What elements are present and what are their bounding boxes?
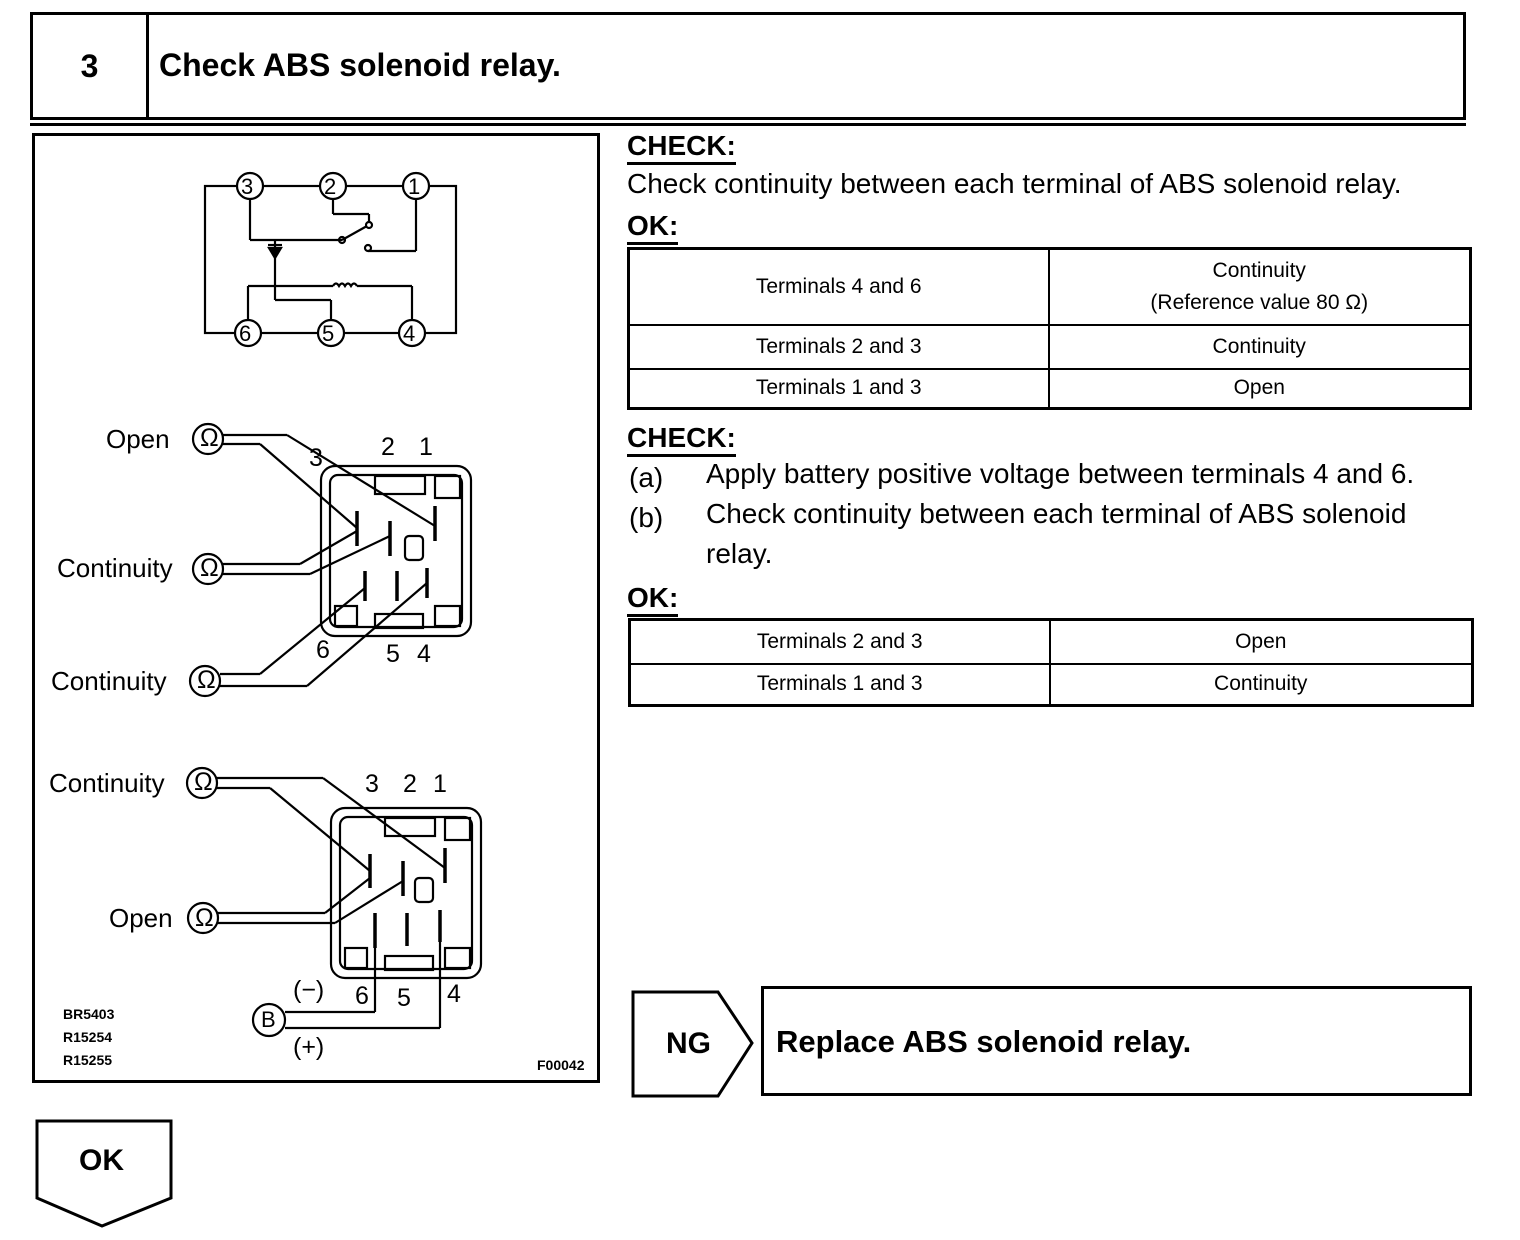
relay1-pin-2: 2 (381, 433, 395, 461)
ohm-symbol: Ω (194, 768, 213, 796)
ok-label: OK (79, 1144, 124, 1177)
relay1-pin-1: 1 (419, 433, 433, 461)
step-header: 3 Check ABS solenoid relay. (30, 12, 1466, 126)
ok-heading-2-text: OK: (627, 583, 679, 617)
schematic-terminal-1: 1 (408, 174, 421, 199)
ng-arrow-box (631, 990, 754, 1098)
table-row: Terminals 2 and 3 Continuity (627, 323, 1472, 370)
table-cell-terminals: Terminals 1 and 3 (628, 662, 1051, 707)
ng-action-text: Replace ABS solenoid relay. (776, 1024, 1192, 1059)
table-cell-result: Open (1048, 618, 1474, 665)
schematic-terminal-3: 3 (241, 174, 254, 199)
figure-code: R15254 (63, 1029, 113, 1045)
figure-panel: 3 2 1 6 5 4 Open Continuity Continuity Ω… (32, 133, 600, 1083)
figure-code-list: BR5403 R15254 R15255 (63, 1003, 114, 1072)
ng-label: NG (666, 1027, 711, 1060)
ok-heading-1: OK: (627, 210, 679, 245)
relay2-pin-6: 6 (355, 982, 369, 1010)
relay2-open-label: Open (109, 903, 173, 933)
relay1-pin-6: 6 (316, 636, 330, 664)
check-heading-1: CHECK: (627, 130, 736, 165)
step-number-cell: 3 (33, 15, 149, 117)
relay1-continuity-label-b: Continuity (51, 666, 167, 696)
table-row: Terminals 4 and 6 Continuity (Reference … (627, 247, 1472, 326)
relay2-pin-3: 3 (365, 770, 379, 798)
relay2-pin-4: 4 (447, 980, 461, 1008)
relay2-pin-2: 2 (403, 770, 417, 798)
figure-code: R15255 (63, 1052, 113, 1068)
table-cell-result: Open (1047, 367, 1472, 410)
table-cell-result: Continuity (1047, 323, 1472, 370)
relay1-pin-5: 5 (386, 640, 400, 668)
table-row: Terminals 2 and 3 Open (628, 618, 1474, 665)
schematic-terminal-4: 4 (403, 321, 416, 346)
step-b-letter: (b) (629, 502, 664, 533)
table-cell-terminals: Terminals 4 and 6 (627, 247, 1050, 326)
figure-code: BR5403 (63, 1006, 115, 1022)
step-b-text: Check continuity between each terminal o… (706, 498, 1407, 569)
battery-label: B (261, 1007, 276, 1032)
check-heading-2: CHECK: (627, 422, 736, 457)
table-cell-terminals: Terminals 1 and 3 (627, 367, 1050, 410)
ohm-symbol: Ω (200, 424, 219, 452)
battery-minus-label: (−) (293, 976, 325, 1004)
ohm-symbol: Ω (197, 666, 216, 694)
step-a-letter: (a) (629, 462, 664, 493)
result-note: (Reference value 80 Ω) (1150, 290, 1369, 314)
relay1-pin-3: 3 (309, 444, 323, 472)
ok-arrow-box (35, 1119, 173, 1228)
ohm-symbol: Ω (195, 904, 214, 932)
result-text: Continuity (1212, 258, 1306, 282)
relay2-continuity-label: Continuity (49, 768, 165, 798)
table-row: Terminals 1 and 3 Continuity (628, 662, 1474, 707)
step-a-text: Apply battery positive voltage between t… (706, 458, 1415, 489)
relay2-pin-5: 5 (397, 984, 411, 1012)
schematic-terminal-5: 5 (322, 321, 335, 346)
relay-diagram (185, 171, 483, 1038)
check-1-instruction: Check continuity between each terminal o… (627, 168, 1402, 199)
ok-heading-1-text: OK: (627, 211, 679, 245)
battery-plus-label: (+) (293, 1033, 325, 1061)
step-title: Check ABS solenoid relay. (159, 47, 561, 83)
table-row: Terminals 1 and 3 Open (627, 367, 1472, 410)
table-cell-terminals: Terminals 2 and 3 (627, 323, 1050, 370)
step-number: 3 (80, 47, 99, 84)
ohm-symbol: Ω (200, 554, 219, 582)
schematic-terminal-2: 2 (324, 174, 337, 199)
figure-id: F00042 (537, 1057, 585, 1073)
table-cell-result: Continuity (Reference value 80 Ω) (1047, 247, 1472, 326)
check-heading-1-text: CHECK: (627, 131, 736, 165)
ng-action-box (761, 986, 1472, 1096)
table-cell-result: Continuity (1048, 662, 1474, 707)
relay2-pin-1: 1 (433, 770, 447, 798)
table-cell-terminals: Terminals 2 and 3 (628, 618, 1051, 665)
schematic-terminal-6: 6 (239, 321, 252, 346)
circuit-schematic (203, 171, 458, 348)
relay1-continuity-label-a: Continuity (57, 553, 173, 583)
ok-table-2: Terminals 2 and 3 Open Terminals 1 and 3… (628, 618, 1474, 707)
ok-heading-2: OK: (627, 582, 679, 617)
check-heading-2-text: CHECK: (627, 423, 736, 457)
ok-table-1: Terminals 4 and 6 Continuity (Reference … (627, 247, 1472, 410)
relay1-open-label: Open (106, 424, 170, 454)
relay-1-body (188, 422, 473, 698)
relay1-pin-4: 4 (417, 640, 431, 668)
relay-2-body (185, 766, 483, 1038)
